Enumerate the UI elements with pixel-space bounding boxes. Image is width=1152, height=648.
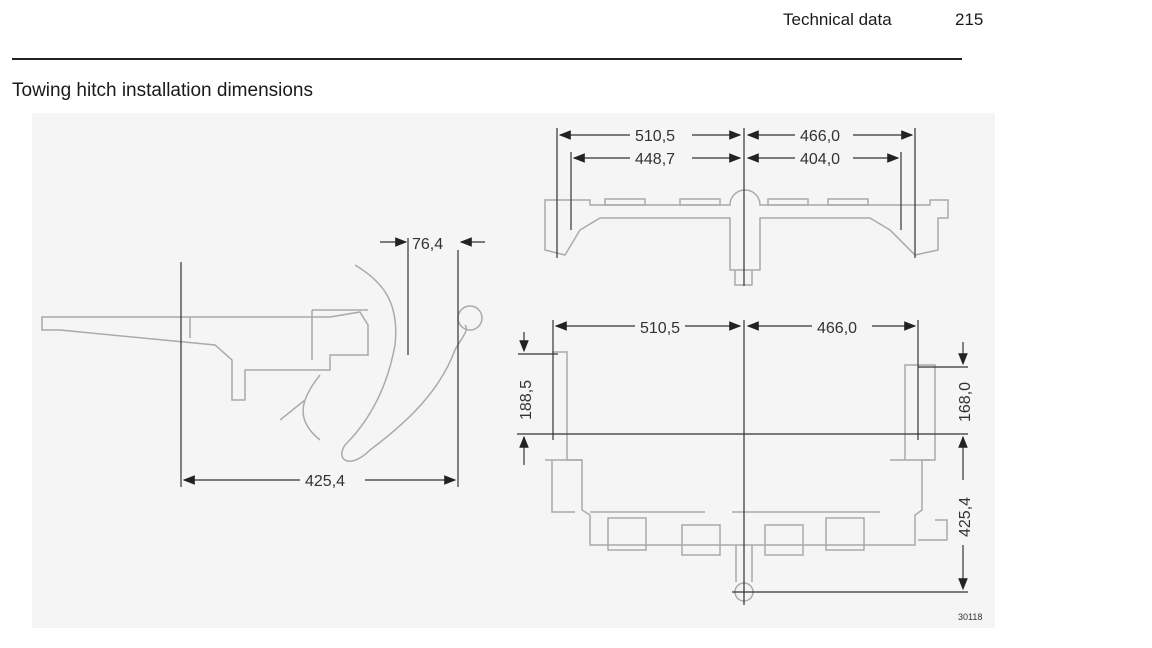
page-number: 215 — [955, 10, 984, 29]
top-view-drawing — [544, 189, 949, 286]
dim-side-length: 425,4 — [305, 473, 345, 490]
dim-top-outer-right: 466,0 — [800, 128, 840, 145]
bottom-view-drawing — [545, 351, 948, 602]
top-view-dimensions — [556, 128, 916, 286]
dim-ball-offset: 76,4 — [412, 236, 443, 253]
dim-bottom-right: 466,0 — [817, 320, 857, 337]
dim-ball-depth: 425,4 — [957, 497, 974, 537]
dim-top-outer-left: 510,5 — [635, 128, 675, 145]
dimension-diagram: 76,4 425,4 510,5 466,0 448,7 404,0 — [32, 113, 995, 628]
dim-right-depth: 168,0 — [957, 382, 974, 422]
side-view-drawing — [41, 264, 483, 462]
dim-top-inner-left: 448,7 — [635, 151, 675, 168]
header-divider — [12, 58, 962, 60]
dim-left-depth: 188,5 — [518, 380, 535, 420]
figure-id: 30118 — [958, 612, 982, 622]
dim-bottom-left: 510,5 — [640, 320, 680, 337]
section-header: Technical data — [783, 10, 892, 29]
page-title: Towing hitch installation dimensions — [12, 80, 313, 101]
side-view-dimensions — [180, 237, 485, 487]
dim-top-inner-right: 404,0 — [800, 151, 840, 168]
bottom-view-dimensions — [517, 320, 968, 605]
